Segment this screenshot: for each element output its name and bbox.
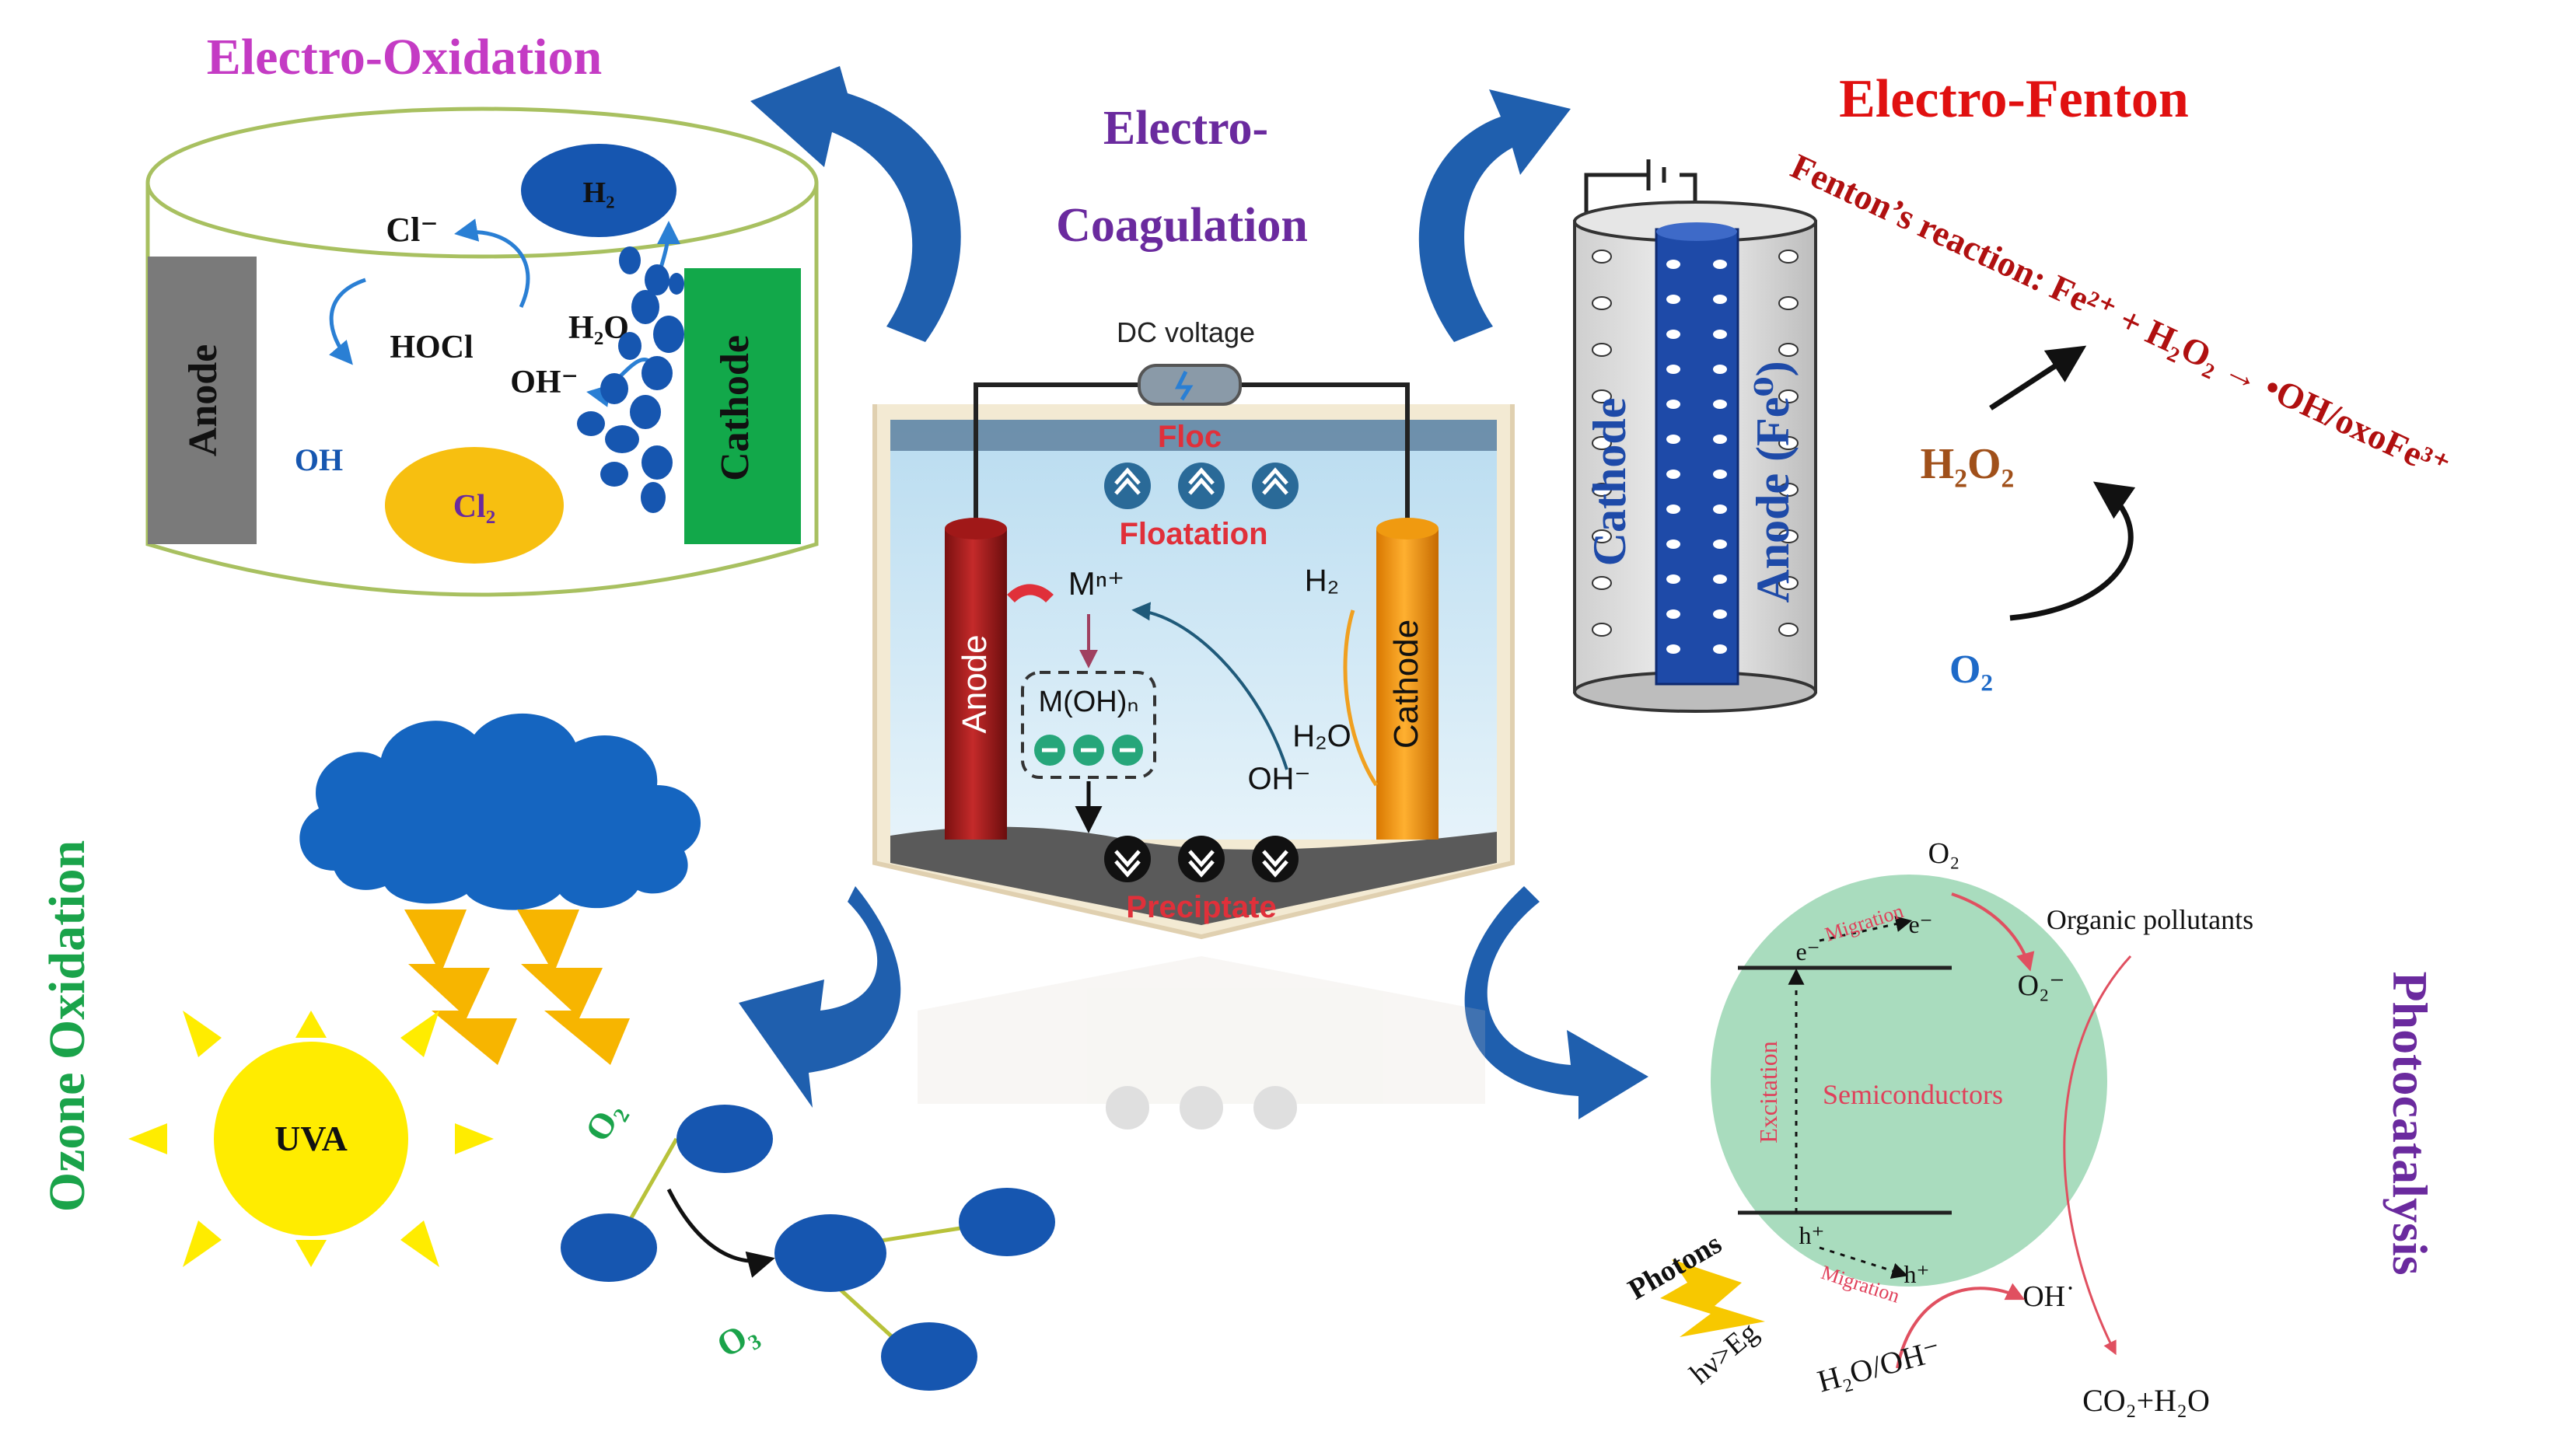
- h2o-label: H₂O: [568, 310, 629, 346]
- oh-minus-label: OH⁻: [510, 365, 579, 400]
- precipitate-label: Preciptate: [1126, 890, 1276, 924]
- h-plus-right-label: h⁺: [1904, 1260, 1930, 1288]
- electro-fenton-title: Electro-Fenton: [1839, 69, 2189, 129]
- anode-holes: [1666, 260, 1727, 654]
- mn-plus-label: Mⁿ⁺: [1068, 565, 1124, 602]
- fenton-anode-label: Anode (Fe⁰): [1747, 361, 1799, 602]
- water-oxidation-arrow: [1896, 1283, 2026, 1369]
- oh-radical-label: OH˙: [2022, 1280, 2075, 1313]
- electro-coagulation-title-line2: Coagulation: [1056, 199, 1308, 252]
- ec-anode-rod: [945, 529, 1007, 840]
- cathode-gas-bubbles: [577, 246, 684, 513]
- h2o2-to-reaction-arrow: [1989, 345, 2087, 410]
- o2-to-h2o2-arrow: [2009, 481, 2136, 621]
- h2o-oh-label: H₂O/OH⁻: [1814, 1332, 1945, 1398]
- electro-coagulation-panel: Electro- Coagulation DC voltage Anode Ca…: [872, 102, 1515, 1130]
- cycle-arrows: [739, 66, 1648, 1119]
- electro-coagulation-title-line1: Electro-: [1103, 102, 1268, 155]
- tank-reflection: [918, 956, 1485, 1130]
- dc-voltage-label: DC voltage: [1117, 316, 1255, 348]
- electro-oxidation-title: Electro-Oxidation: [207, 29, 602, 86]
- excitation-label: Excitation: [1754, 1041, 1782, 1144]
- hydroxide-particles: [1034, 735, 1143, 766]
- precipitate-arrows: [1104, 836, 1299, 882]
- o2-reduction-arrow: [1951, 892, 2035, 972]
- electro-oxidation-panel: Electro-Oxidation Anode Cathode H₂ Cl₂ C…: [145, 29, 819, 597]
- h-plus-left-label: h⁺: [1799, 1221, 1825, 1249]
- photocatalysis-panel: Photocatalysis O₂ Migration e⁻ e⁻ O₂⁻ Or…: [1623, 837, 2438, 1418]
- cloud-icon: [299, 713, 701, 910]
- o2-radical-label: O₂⁻: [2018, 969, 2065, 1002]
- floatation-label: Floatation: [1119, 517, 1267, 551]
- cl-minus-label: Cl⁻: [386, 211, 438, 249]
- lightning-bolt-left-icon: [404, 910, 517, 1065]
- m-oh-n-box: [1021, 671, 1156, 779]
- ozone-o3-label: O₃: [710, 1311, 763, 1365]
- floc-label: Floc: [1158, 420, 1222, 454]
- semiconductors-label: Semiconductors: [1823, 1079, 2003, 1110]
- hocl-label: HOCl: [390, 330, 473, 365]
- arrow-to-photocatalysis: [1464, 886, 1648, 1119]
- ec-h2o-label: H₂O: [1292, 719, 1351, 753]
- arrow-to-ozone-oxidation: [739, 886, 901, 1108]
- fenton-cathode-label: Cathode: [1584, 398, 1635, 567]
- uva-label: UVA: [274, 1119, 348, 1158]
- vessel-body: [145, 183, 819, 597]
- oh-label: OH: [295, 442, 343, 477]
- photo-o2-top-label: O₂: [1928, 837, 1960, 870]
- o2-to-o3-arrow: [666, 1188, 775, 1278]
- pollutant-degradation-arrow: [2063, 955, 2132, 1356]
- ec-water-surface: [890, 420, 1497, 451]
- cl2-bubble: [385, 447, 564, 564]
- ec-cathode-label: Cathode: [1387, 620, 1425, 749]
- ec-cathode-rod: [1376, 529, 1439, 840]
- cl2-label: Cl₂: [453, 489, 496, 525]
- fenton-o2-label: O₂: [1949, 648, 1993, 692]
- electro-fenton-panel: Electro-Fenton: [1573, 69, 2456, 713]
- ec-oh-minus-label: OH⁻: [1247, 762, 1310, 796]
- cathode-plate: [684, 268, 801, 544]
- h2-bubble: [521, 144, 676, 237]
- ec-h2-label: H₂: [1305, 564, 1339, 598]
- fenton-reaction: Fenton’s reaction: Fe²⁺ + H₂O₂ → •OH/oxo…: [1785, 146, 2456, 487]
- dc-source: [1138, 364, 1242, 406]
- ozone-o2-label: O₂: [577, 1095, 631, 1147]
- tube-holes: [1592, 250, 1799, 637]
- products-label: CO₂+H₂O: [2082, 1383, 2210, 1418]
- arrow-to-electro-fenton: [1418, 89, 1571, 342]
- m-oh-n-label: M(OH)ₙ: [1038, 686, 1138, 718]
- ozone-oxidation-panel: Ozone Oxidation UVA O₂ O₃: [39, 713, 1055, 1391]
- cathode-label: Cathode: [713, 335, 757, 481]
- oh-to-metal-arrow: [1131, 602, 1288, 770]
- lightning-bolt-right-icon: [517, 910, 630, 1065]
- anode-label: Anode: [181, 344, 225, 456]
- ec-anode-label: Anode: [956, 634, 994, 733]
- oxygen-molecules: [561, 1105, 1055, 1391]
- organic-pollutants-label: Organic pollutants: [2047, 904, 2253, 935]
- anode-plate: [148, 257, 257, 544]
- arrow-to-electro-oxidation: [750, 66, 961, 342]
- ec-circuit-wire: [974, 382, 1410, 536]
- ozone-oxidation-title: Ozone Oxidation: [39, 840, 96, 1213]
- floatation-arrows: [1104, 463, 1299, 509]
- e-minus-right-label: e⁻: [1908, 910, 1932, 938]
- fenton-h2o2-label: H₂O₂: [1921, 440, 2015, 488]
- photon-bolt-icon: [1660, 1259, 1765, 1337]
- sun-icon: [128, 1011, 494, 1267]
- photocatalysis-title: Photocatalysis: [2382, 971, 2438, 1275]
- h2-label: H₂: [583, 176, 615, 209]
- e-minus-left-label: e⁻: [1795, 937, 1820, 965]
- semiconductor-particle: [1711, 875, 2107, 1287]
